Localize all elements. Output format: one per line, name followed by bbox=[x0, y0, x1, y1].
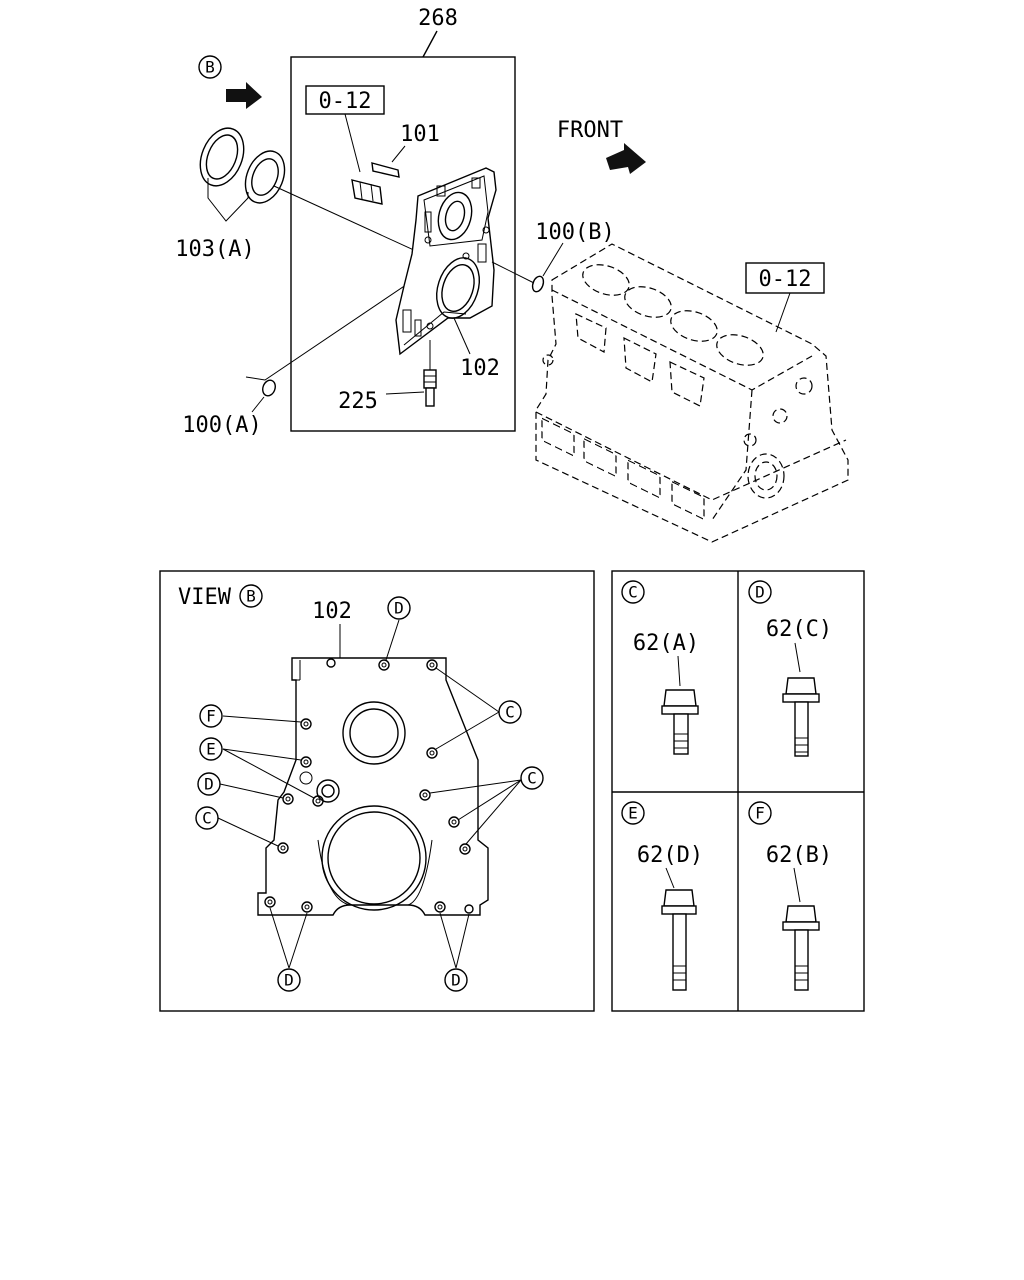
bolt-62a-icon bbox=[661, 689, 699, 755]
view-callout-d-top: D bbox=[394, 599, 404, 618]
view-callout-d-bottom-right: D bbox=[451, 971, 461, 990]
view-callout-c-left: C bbox=[202, 809, 212, 828]
view-part-102-label: 102 bbox=[312, 599, 352, 624]
view-b-frame bbox=[159, 570, 595, 1012]
part-100a-label: 100(A) bbox=[182, 413, 261, 438]
ref-box-left-text: 0-12 bbox=[319, 89, 372, 114]
front-arrow-icon bbox=[606, 143, 646, 174]
bolt-cell-d: D 62(C) bbox=[748, 580, 832, 757]
bolt-cell-e-part: 62(D) bbox=[637, 843, 703, 868]
bolt-cell-e: E 62(D) bbox=[621, 801, 703, 991]
bolt-cell-e-callout: E bbox=[628, 804, 638, 823]
part-225-label: 225 bbox=[338, 389, 378, 414]
view-b-title-callout-letter: B bbox=[246, 587, 256, 606]
bolt-cell-c-callout: C bbox=[628, 583, 638, 602]
cover-lower-seal-bore bbox=[321, 805, 427, 911]
view-b-callout-circle bbox=[198, 55, 222, 79]
view-callout-d-left: D bbox=[204, 775, 214, 794]
bolt-cell-f-callout: F bbox=[755, 804, 765, 823]
part-100b-label: 100(B) bbox=[535, 220, 614, 245]
cover-upper-seal-bore bbox=[342, 701, 406, 765]
engine-block bbox=[535, 243, 849, 543]
bolt-grid: C 62(A) D 62(C) bbox=[611, 570, 865, 1012]
part-100a-oring bbox=[262, 379, 276, 397]
bolt-62b-icon bbox=[782, 905, 820, 991]
view-callout-e-left: E bbox=[206, 740, 216, 759]
view-callout-c-right-upper: C bbox=[505, 703, 515, 722]
part-101-pin bbox=[351, 162, 400, 205]
view-b-title-callout-circle bbox=[239, 584, 263, 608]
bolt-62d-icon bbox=[661, 889, 697, 991]
assembly-frame bbox=[290, 56, 516, 432]
view-callout-d-bottom-left: D bbox=[284, 971, 294, 990]
bolt-cell-c-part: 62(A) bbox=[633, 631, 699, 656]
exploded-view: 268 B 0-12 101 103(A) bbox=[175, 6, 849, 543]
view-b-callout-letter: B bbox=[205, 58, 215, 77]
ref-box-right bbox=[745, 262, 825, 294]
part-102-label: 102 bbox=[460, 356, 500, 381]
bolt-62c-icon bbox=[782, 677, 820, 757]
part-102-front-cover bbox=[395, 167, 497, 356]
bolt-cell-f: F 62(B) bbox=[748, 801, 832, 991]
part-103a-seals bbox=[199, 127, 286, 204]
part-101-label: 101 bbox=[400, 122, 440, 147]
view-b-arrow-icon bbox=[226, 82, 262, 109]
bolt-cell-d-part: 62(C) bbox=[766, 617, 832, 642]
part-100b-oring bbox=[531, 275, 545, 293]
bolt-cell-c: C 62(A) bbox=[621, 580, 699, 755]
ref-box-right-text: 0-12 bbox=[759, 267, 812, 292]
front-label: FRONT bbox=[557, 118, 623, 143]
part-225-bolt bbox=[423, 340, 437, 407]
bolt-cell-f-part: 62(B) bbox=[766, 843, 832, 868]
view-callout-c-right-lower: C bbox=[527, 769, 537, 788]
view-b-title: VIEW bbox=[178, 585, 232, 610]
bolt-cell-d-callout: D bbox=[755, 583, 765, 602]
assembly-label: 268 bbox=[418, 6, 458, 31]
view-leader-lines bbox=[217, 619, 522, 969]
view-b-panel: VIEW B 102 bbox=[159, 570, 595, 1012]
cover-bolt-holes bbox=[264, 658, 474, 914]
part-103a-label: 103(A) bbox=[175, 237, 254, 262]
view-callout-f-left: F bbox=[206, 707, 216, 726]
